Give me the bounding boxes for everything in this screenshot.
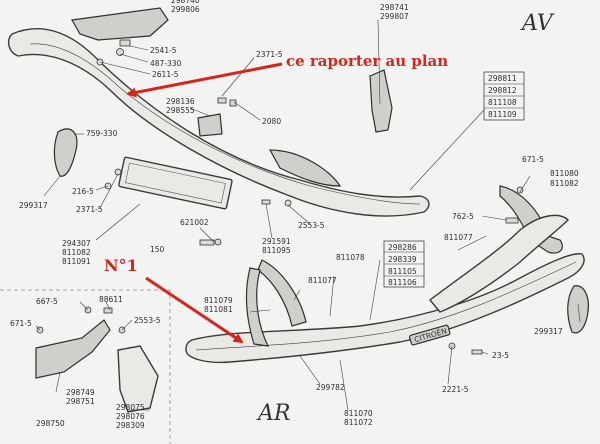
rear-bumper-group: CITROËN 298286 298339 811105 811106 [0, 175, 589, 444]
front-ref-labels: 298740 299806 298741 299807 2541-5 487-3… [19, 0, 555, 266]
rear-part-number-box: 298286 298339 811105 811106 [383, 240, 425, 288]
section-divider [0, 289, 171, 444]
ref-label: 298751 [66, 397, 95, 406]
quadrant-label-front: AV [520, 11, 555, 36]
annotation-text-bottom: N°1 [104, 256, 138, 275]
front-bumper-group: 298811 298812 811108 811109 [7, 7, 525, 246]
ref-label: 150 [150, 245, 165, 254]
box-ref: 811106 [388, 278, 417, 287]
rear-bumper-bar [185, 253, 585, 364]
rear-bracket-plate [117, 345, 159, 413]
ref-label: 811077 [308, 276, 337, 285]
bolt-icon [261, 199, 271, 205]
ref-label: 298136 [166, 97, 195, 106]
ref-label: 298740 [171, 0, 200, 5]
box-ref: 298811 [488, 74, 517, 83]
ref-label: 299806 [171, 5, 200, 14]
ref-label: 811095 [262, 246, 291, 255]
bolt-icon [471, 349, 483, 355]
ref-label: 299317 [19, 201, 48, 210]
ref-label: 487-330 [150, 59, 182, 68]
annotation-text-top: ce raporter au plan [286, 52, 448, 70]
front-mount-bracket-right [369, 69, 393, 133]
ref-label: 2080 [262, 117, 281, 126]
ref-label: 759-330 [86, 129, 118, 138]
ref-label: 23-5 [492, 351, 509, 360]
bolt-icon [505, 217, 519, 224]
ref-label: 811091 [62, 257, 91, 266]
ref-label: 298741 [380, 3, 409, 12]
ref-label: 291591 [262, 237, 291, 246]
bolt-icon [217, 97, 227, 104]
washer-icon [214, 238, 222, 246]
ref-label: 811082 [550, 179, 579, 188]
ref-label: 811078 [336, 253, 365, 262]
box-ref: 298286 [388, 243, 417, 252]
front-bumper-blade-end [268, 149, 342, 187]
rear-overrider-right [567, 285, 589, 334]
ref-label: 811072 [344, 418, 373, 427]
ref-label: 88611 [99, 295, 123, 304]
ref-label: 762-5 [452, 212, 474, 221]
ref-label: 216-5 [72, 187, 94, 196]
ref-label: 294307 [62, 239, 91, 248]
ref-label: 299317 [534, 327, 563, 336]
box-ref: 811108 [488, 98, 517, 107]
front-bumper-bar [7, 28, 430, 217]
ref-label: 811077 [444, 233, 473, 242]
washer-icon [114, 168, 122, 176]
rear-ref-labels: 671-5 811080 811082 762-5 811077 811078 … [10, 155, 579, 430]
red-annotations: ce raporter au plan N°1 [104, 52, 448, 344]
ref-label: 2553-5 [298, 221, 325, 230]
rear-overrider-arch-2 [245, 267, 270, 347]
ref-label: 298749 [66, 388, 95, 397]
rear-mount-bracket-left [35, 319, 111, 379]
box-ref: 298812 [488, 86, 517, 95]
rear-overrider-arch [257, 259, 307, 327]
bracket-298136 [197, 113, 223, 137]
ref-label: 667-5 [36, 297, 58, 306]
bolt-icon [103, 307, 113, 314]
ref-label: 298076 [116, 412, 145, 421]
plate-holder [118, 156, 233, 210]
bolt-icon [119, 39, 131, 47]
box-ref: 811105 [388, 267, 417, 276]
front-overrider-left [53, 128, 78, 177]
ref-label: 621002 [180, 218, 209, 227]
bolt-icon [199, 239, 215, 246]
box-ref: 298339 [388, 255, 417, 264]
rear-bumper-blade-right [428, 214, 569, 313]
ref-label: 2221-5 [442, 385, 469, 394]
ref-label: 298309 [116, 421, 145, 430]
annotation-arrow-bottom [145, 276, 244, 344]
ref-label: 298555 [166, 106, 195, 115]
quadrant-label-rear: AR [256, 401, 290, 426]
ref-label: 811080 [550, 169, 579, 178]
ref-label: 2541-5 [150, 46, 177, 55]
ref-label: 811082 [62, 248, 91, 257]
washer-icon [229, 99, 237, 107]
washer-icon [284, 199, 292, 207]
washer-icon [116, 48, 124, 56]
front-part-number-box: 298811 298812 811108 811109 [483, 71, 525, 121]
box-ref: 811109 [488, 110, 517, 119]
ref-label: 299807 [380, 12, 409, 21]
ref-label: 2611-5 [152, 70, 179, 79]
ref-label: 811079 [204, 296, 233, 305]
ref-label: 2371-5 [76, 205, 103, 214]
ref-label: 298075 [116, 403, 145, 412]
ref-label: 811081 [204, 305, 233, 314]
ref-label: 811070 [344, 409, 373, 418]
ref-label: 671-5 [10, 319, 32, 328]
ref-label: 299782 [316, 383, 345, 392]
ref-label: 2553-5 [134, 316, 161, 325]
front-mount-bracket-left [71, 7, 169, 41]
annotation-arrow-top [126, 62, 283, 98]
ref-label: 298750 [36, 419, 65, 428]
ref-label: 671-5 [522, 155, 544, 164]
washer-icon [516, 186, 524, 194]
ref-label: 2371-5 [256, 50, 283, 59]
